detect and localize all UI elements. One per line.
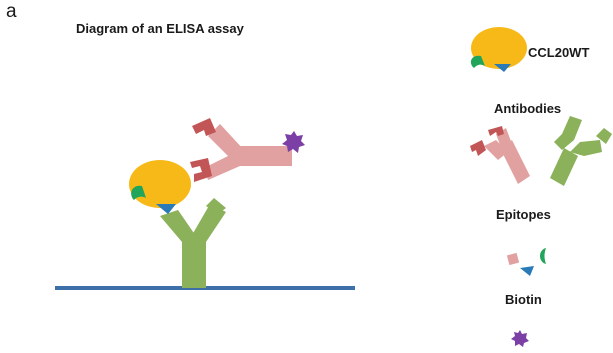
legend-capture-antibody-icon [550, 116, 612, 186]
detection-antibody-stem [236, 146, 292, 166]
legend-detection-antibody-icon [470, 126, 530, 184]
legend-capture-antibody-stem [550, 148, 578, 186]
legend-epitope-pink [507, 253, 519, 265]
legend-capture-antibody-right-arm [570, 140, 602, 156]
legend-detection-antibody-right-tip [488, 126, 504, 136]
legend-epitopes-icon [507, 248, 546, 276]
capture-antibody-stem [182, 238, 206, 288]
detection-antibody-upper-tip [192, 118, 216, 136]
legend-epitope-blue [520, 266, 534, 276]
bound-antigen [129, 160, 191, 214]
legend-biotin-icon [511, 330, 529, 347]
bound-antigen-body [129, 160, 191, 208]
legend-detection-antibody-left-tip [470, 140, 486, 156]
legend-antigen-icon [471, 27, 527, 72]
legend-epitope-green [540, 248, 546, 264]
detection-antibody [190, 118, 292, 182]
